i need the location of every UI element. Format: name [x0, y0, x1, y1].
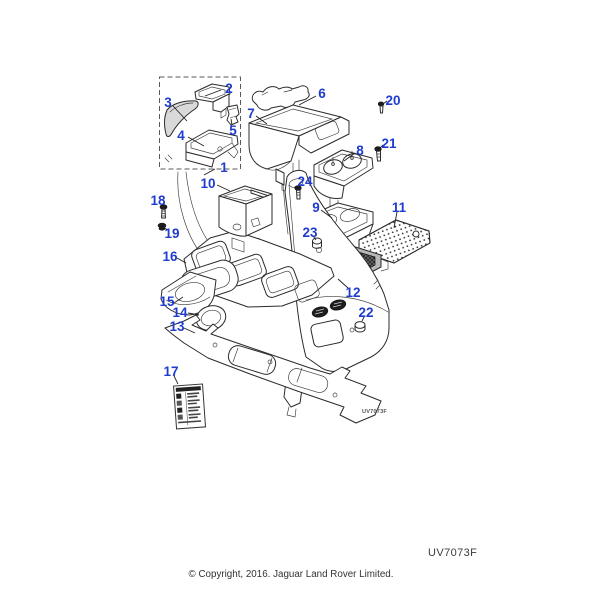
- callout-23: 23: [302, 225, 318, 240]
- part-15-boot: [160, 271, 217, 316]
- callout-21: 21: [381, 136, 397, 151]
- callout-8-leader: [343, 152, 356, 162]
- callout-20: 20: [385, 93, 400, 108]
- callout-7: 7: [247, 106, 255, 121]
- callout-5-leader: [230, 118, 233, 126]
- callout-14-leader: [187, 312, 200, 316]
- callout-2-leader: [204, 89, 222, 97]
- callout-4: 4: [177, 128, 185, 143]
- callout-19-leader: [163, 226, 168, 231]
- callout-6: 6: [318, 86, 326, 101]
- callout-1: 1: [220, 160, 228, 175]
- part-8-cupholder: [313, 149, 374, 209]
- part-6-gasket: [251, 85, 310, 111]
- diagram-code-small: UV7073F: [362, 409, 387, 415]
- callout-3-leader: [172, 105, 188, 122]
- callout-16: 16: [162, 249, 178, 264]
- callout-1-leader: [203, 168, 216, 176]
- callout-20-leader: [382, 100, 388, 105]
- callout-8: 8: [356, 143, 364, 158]
- part-22-grommet: [354, 321, 366, 333]
- callout-12-leader: [337, 278, 349, 289]
- callout-7-leader: [255, 115, 268, 125]
- part-5-latch: [226, 104, 240, 126]
- callout-4-leader: [187, 136, 205, 147]
- part-24-screw: [294, 185, 302, 200]
- assembly-1-dashed-box: [159, 76, 241, 170]
- callout-10-leader: [216, 184, 231, 192]
- callout-3: 3: [164, 95, 172, 110]
- callout-21-leader: [379, 144, 384, 149]
- callout-6-leader: [298, 95, 317, 106]
- part-18-screw: [159, 204, 168, 219]
- part-23-plug: [312, 237, 322, 249]
- callout-12: 12: [345, 285, 360, 300]
- callout-24: 24: [297, 174, 313, 189]
- part-4-tray: [164, 129, 239, 168]
- callout-15: 15: [159, 294, 175, 309]
- part-7-storage-bin: [248, 104, 350, 194]
- callout-17: 17: [163, 364, 178, 379]
- callout-22-leader: [361, 316, 365, 322]
- part-3-trim-strip: [164, 100, 199, 137]
- part-13-base-panel: [164, 314, 382, 424]
- part-20-screw: [377, 101, 385, 114]
- callout-18: 18: [150, 193, 166, 208]
- callout-19: 19: [164, 226, 179, 241]
- callout-10: 10: [200, 176, 215, 191]
- callout-23-leader: [312, 235, 317, 241]
- callout-14: 14: [172, 305, 188, 320]
- copyright-text: © Copyright, 2016. Jaguar Land Rover Lim…: [189, 569, 394, 580]
- part-10-box: [218, 185, 273, 253]
- part-17-warning-label: [173, 383, 207, 430]
- callout-22: 22: [358, 305, 373, 320]
- callout-9-leader: [320, 209, 333, 219]
- callout-2: 2: [225, 81, 233, 96]
- diagram-code-large: UV7073F: [428, 547, 477, 559]
- callout-11-leader: [393, 211, 398, 229]
- callout-13-leader: [183, 327, 196, 334]
- callout-16-leader: [176, 257, 187, 264]
- part-21-screw: [374, 146, 382, 162]
- callout-5: 5: [229, 123, 237, 138]
- callout-13: 13: [169, 319, 185, 334]
- callout-9: 9: [312, 200, 320, 215]
- callout-17-leader: [173, 375, 179, 385]
- callout-11: 11: [392, 200, 407, 215]
- part-11-rubber-mat: [358, 219, 431, 264]
- callout-15-leader: [173, 296, 184, 304]
